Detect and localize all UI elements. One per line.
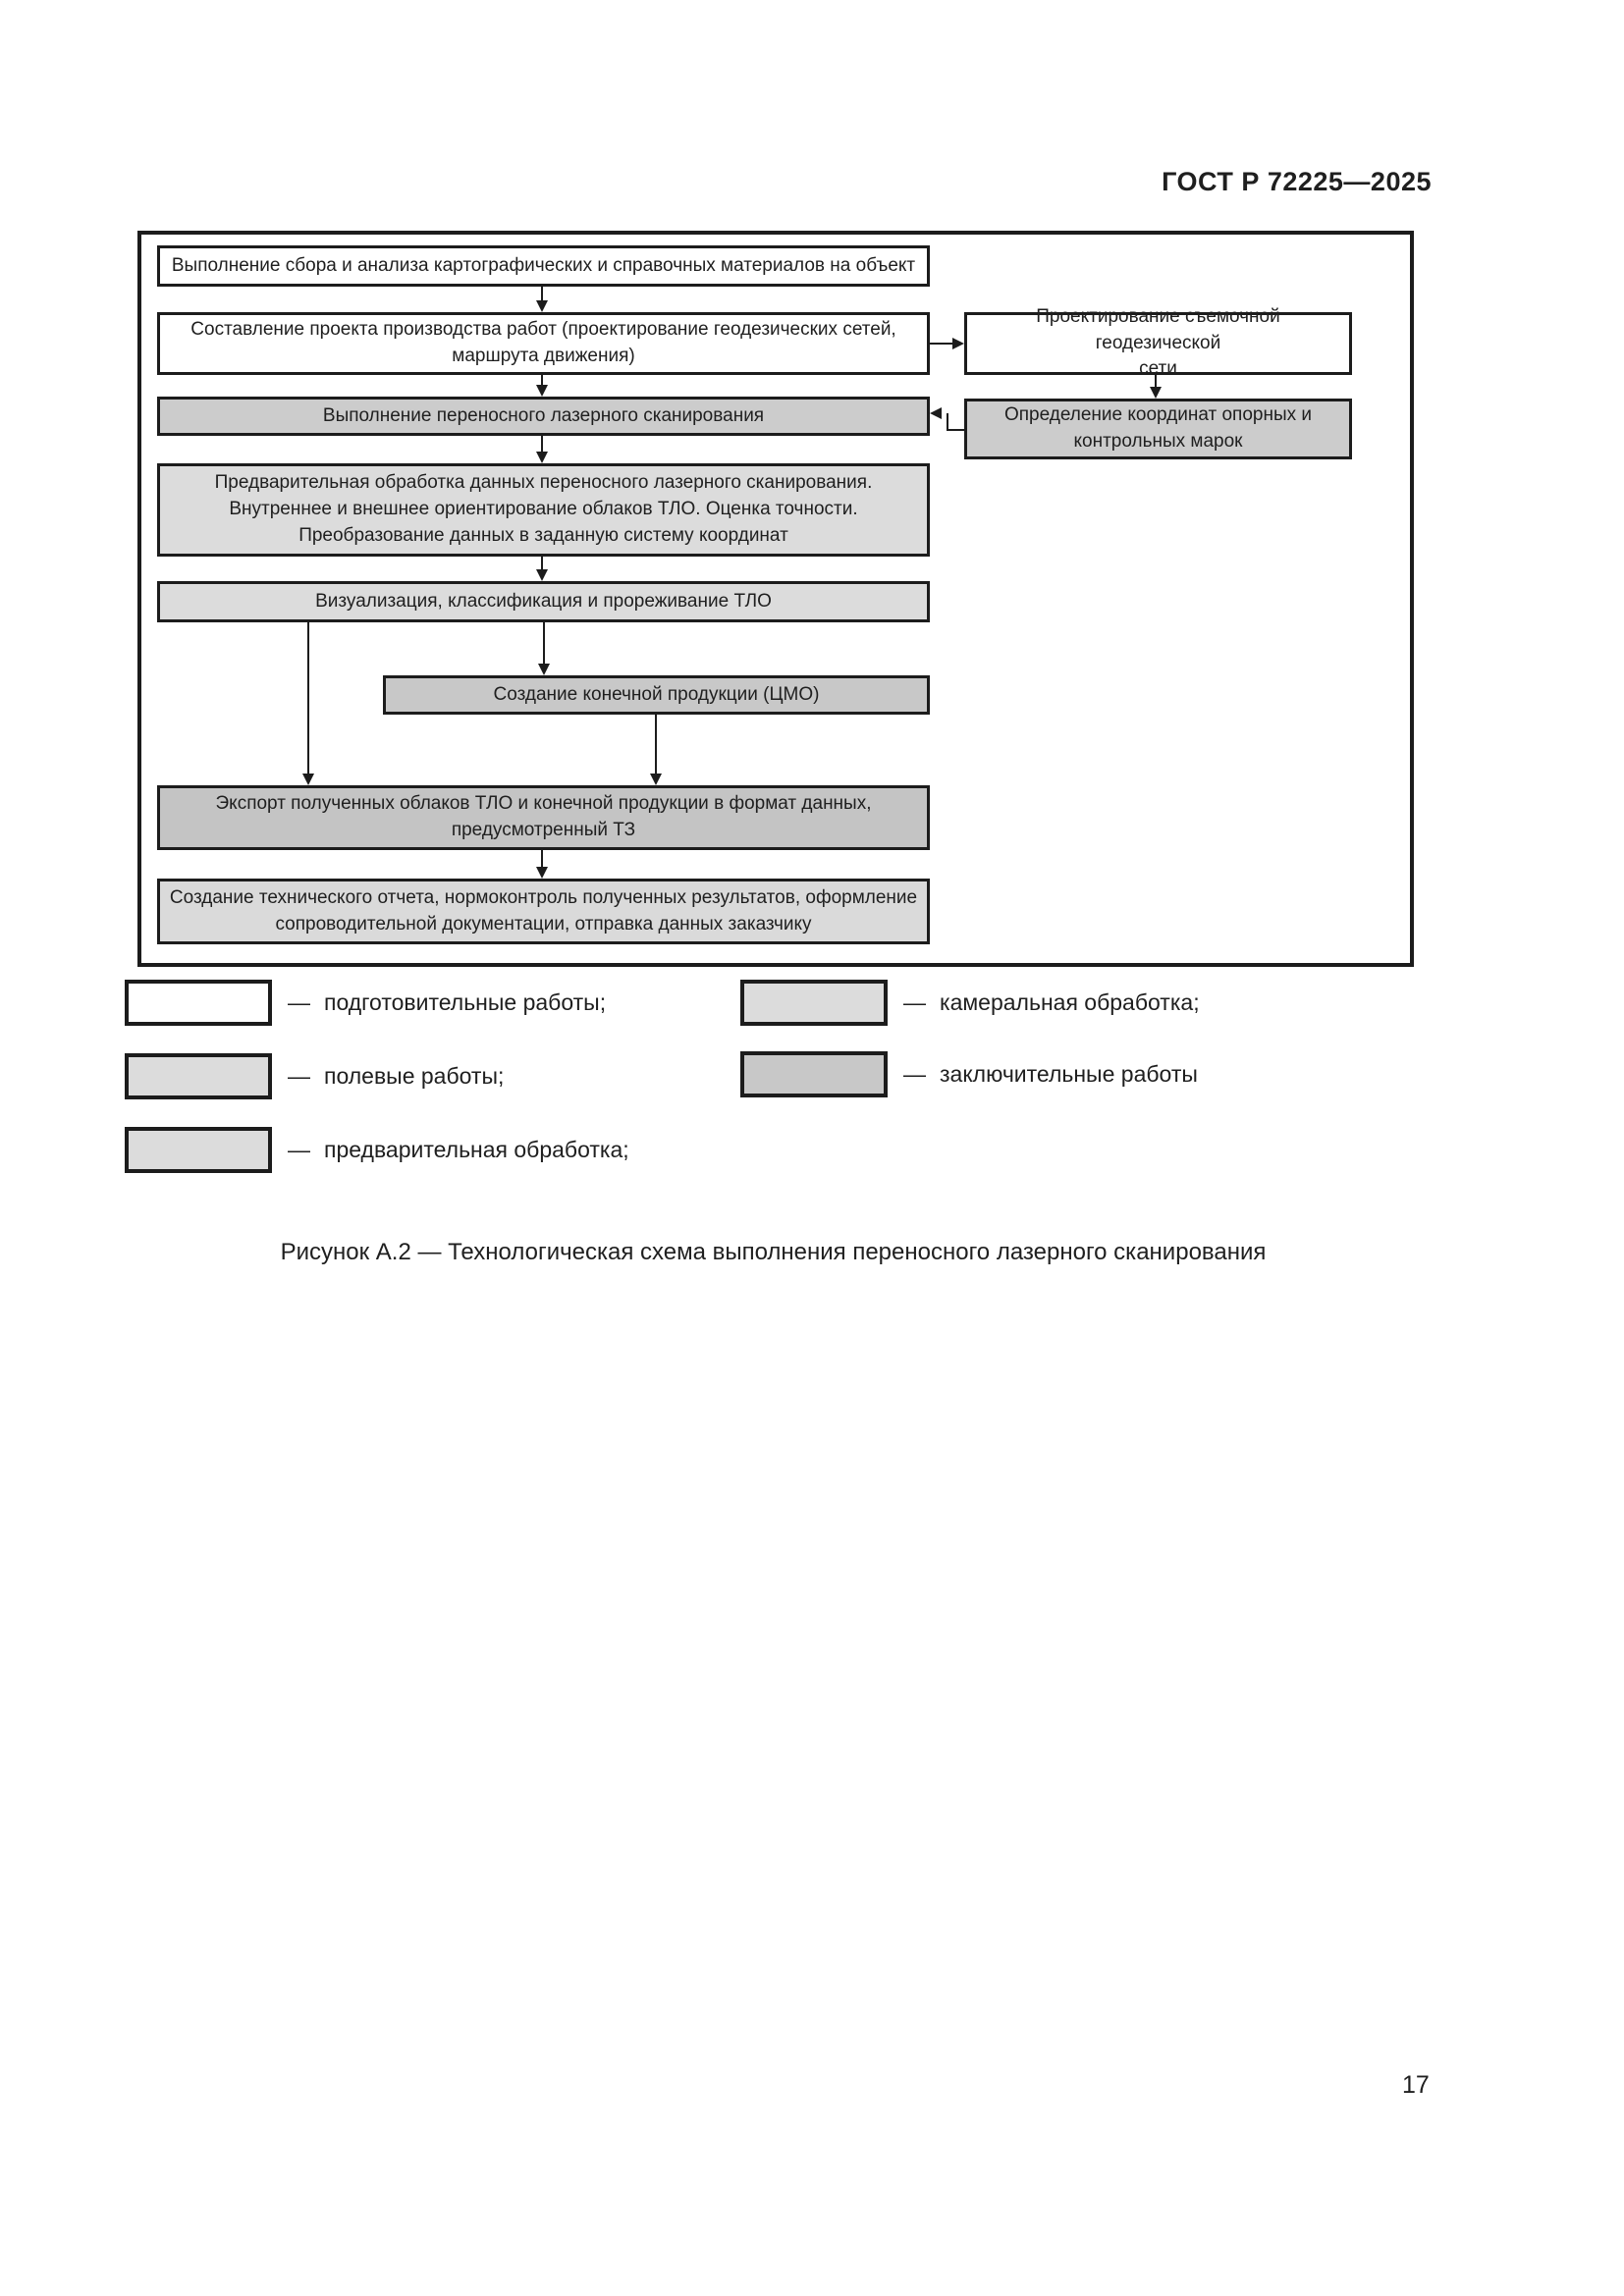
- connector-marks-to-scanning-arrowhead: [930, 407, 942, 419]
- connector-plan-to-survey-design-arrowhead: [952, 338, 964, 349]
- flow-node-preprocessing: Предварительная обработка данных перенос…: [157, 463, 930, 557]
- legend-label-field: полевые работы;: [324, 1063, 505, 1089]
- legend-item-preparatory: — подготовительные работы;: [125, 980, 606, 1026]
- flow-node-laser-scanning: Выполнение переносного лазерного сканиро…: [157, 397, 930, 436]
- page-number: 17: [1402, 2071, 1430, 2099]
- legend-swatch-preparatory: [125, 980, 272, 1026]
- legend-swatch-field: [125, 1053, 272, 1099]
- legend-label-office: камеральная обработка;: [940, 989, 1200, 1015]
- legend-swatch-office: [740, 980, 888, 1026]
- connector-visualization-to-cmo: [543, 622, 545, 665]
- connector-preprocessing-to-visualization-arrowhead: [536, 569, 548, 581]
- figure-caption: Рисунок А.2 — Технологическая схема выпо…: [280, 1239, 1267, 1265]
- connector-export-to-report: [541, 850, 543, 868]
- legend-item-field: — полевые работы;: [125, 1053, 504, 1099]
- legend-label-preparatory: подготовительные работы;: [324, 989, 607, 1015]
- connector-survey-design-to-marks: [1155, 375, 1157, 388]
- connector-survey-design-to-marks-arrowhead: [1150, 387, 1162, 399]
- connector-cmo-to-export: [655, 715, 657, 774]
- connector-marks-to-scanning-vertical: [947, 413, 948, 431]
- flow-node-visualization-classification: Визуализация, классификация и прореживан…: [157, 581, 930, 622]
- legend-dash: —: [288, 1137, 310, 1162]
- connector-visualization-to-export-arrowhead: [302, 774, 314, 785]
- connector-scanning-to-preprocessing-arrowhead: [536, 452, 548, 463]
- legend-label-preliminary: предварительная обработка;: [324, 1137, 629, 1162]
- flow-node-survey-network-design: Проектирование съемочной геодезической с…: [964, 306, 1352, 379]
- connector-plan-to-scanning-arrowhead: [536, 385, 548, 397]
- connector-cmo-to-export-arrowhead: [650, 774, 662, 785]
- flow-node-final-product-cmo: Создание конечной продукции (ЦМО): [383, 675, 930, 715]
- connector-visualization-to-export: [307, 622, 309, 774]
- legend-item-final: — заключительные работы: [740, 1051, 1198, 1097]
- legend-dash: —: [903, 989, 926, 1015]
- legend-dash: —: [288, 1063, 310, 1089]
- legend-item-preliminary: — предварительная обработка;: [125, 1127, 629, 1173]
- connector-visualization-to-cmo-arrowhead: [538, 664, 550, 675]
- connector-collect-to-plan: [541, 287, 543, 301]
- connector-plan-to-scanning: [541, 375, 543, 386]
- connector-preprocessing-to-visualization: [541, 557, 543, 570]
- legend-swatch-preliminary: [125, 1127, 272, 1173]
- legend-label-final: заключительные работы: [940, 1061, 1198, 1087]
- legend-dash: —: [288, 989, 310, 1015]
- connector-marks-to-scanning-horizontal: [947, 429, 964, 431]
- connector-collect-to-plan-arrowhead: [536, 300, 548, 312]
- legend-swatch-final: [740, 1051, 888, 1097]
- document-header: ГОСТ Р 72225—2025: [1162, 167, 1432, 196]
- connector-plan-to-survey-design: [930, 343, 952, 345]
- connector-export-to-report-arrowhead: [536, 867, 548, 879]
- flow-node-control-marks-coordinates: Определение координат опорных и контроль…: [964, 399, 1352, 459]
- flow-node-technical-report: Создание технического отчета, нормоконтр…: [157, 879, 930, 944]
- flow-node-export: Экспорт полученных облаков ТЛО и конечно…: [157, 785, 930, 850]
- legend-dash: —: [903, 1061, 926, 1087]
- flow-node-work-plan: Составление проекта производства работ (…: [157, 312, 930, 375]
- connector-scanning-to-preprocessing: [541, 436, 543, 453]
- flow-node-collect-materials: Выполнение сбора и анализа картографичес…: [157, 245, 930, 287]
- flowchart-border: [137, 231, 1414, 967]
- legend-item-office: — камеральная обработка;: [740, 980, 1200, 1026]
